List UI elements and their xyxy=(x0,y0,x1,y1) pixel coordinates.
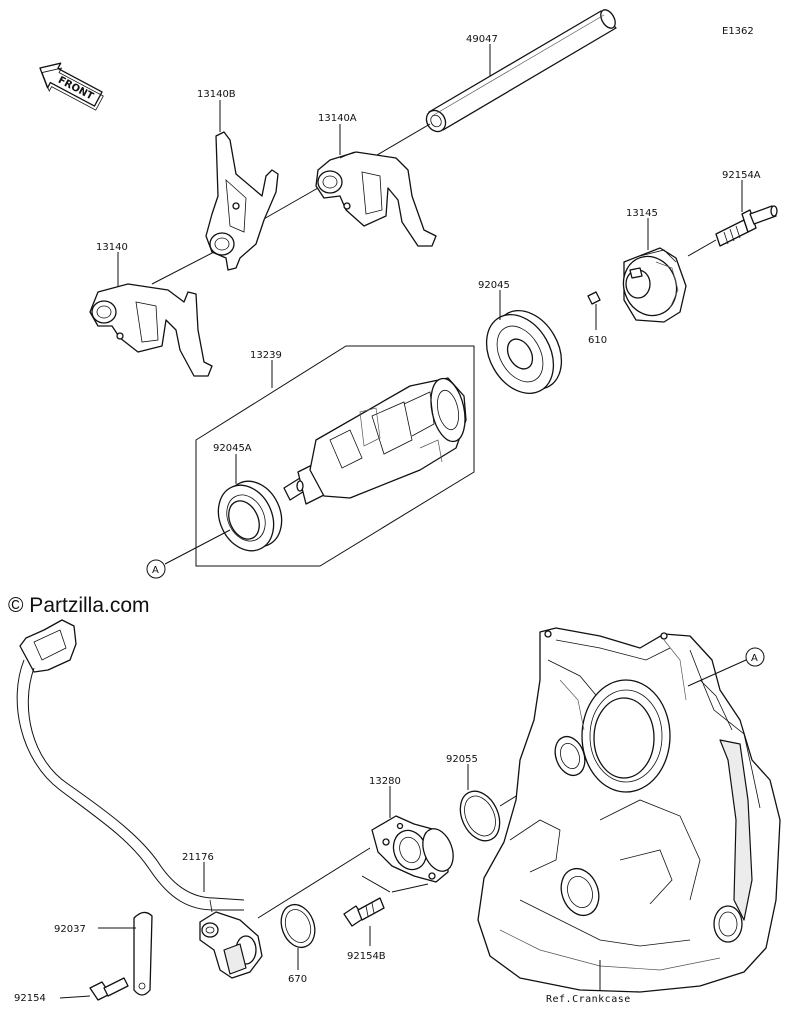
label-13140A: 13140A xyxy=(318,113,357,124)
oil-seal-92045A[interactable] xyxy=(208,472,292,560)
front-arrow-icon: FRONT xyxy=(39,62,104,111)
group-box-13239 xyxy=(195,345,475,567)
label-670: 670 xyxy=(288,974,307,985)
leader-sensor-housing xyxy=(257,847,371,919)
leader-bolt-housing-2 xyxy=(391,883,429,893)
shift-fork-13140B[interactable] xyxy=(205,131,279,271)
leader-callout-a-lower xyxy=(687,659,747,687)
leader-bolt-cam xyxy=(687,239,717,257)
gear-position-sensor-harness-21176[interactable] xyxy=(16,619,245,913)
ball-bearing-92045[interactable] xyxy=(473,299,575,406)
label-13280: 13280 xyxy=(369,776,401,787)
bolt-92154A[interactable] xyxy=(715,205,778,247)
bolt-92154B[interactable] xyxy=(343,897,385,927)
callout-a-upper xyxy=(146,559,166,579)
dowel-pin-610[interactable] xyxy=(587,291,601,305)
callout-a-lower-label: A xyxy=(751,653,758,664)
shift-fork-13140[interactable] xyxy=(89,283,213,377)
callout-a-lower xyxy=(745,647,765,667)
label-610: 610 xyxy=(588,335,607,346)
label-92154: 92154 xyxy=(14,993,46,1004)
label-92154B: 92154B xyxy=(347,951,386,962)
gear-position-sensor[interactable] xyxy=(199,911,263,979)
label-21176: 21176 xyxy=(182,852,214,863)
leader-fork-b-c xyxy=(151,251,215,285)
label-13239: 13239 xyxy=(250,350,282,361)
shift-fork-shaft[interactable] xyxy=(423,7,618,135)
label-92037: 92037 xyxy=(54,924,86,935)
leader-fork-a-b xyxy=(261,187,319,221)
label-92045A: 92045A xyxy=(213,443,252,454)
shift-fork-13140A[interactable] xyxy=(315,151,437,247)
shift-drum-cam-13145[interactable] xyxy=(615,247,687,323)
bolt-92154[interactable] xyxy=(89,977,129,1001)
sensor-housing-13280[interactable] xyxy=(371,815,459,883)
o-ring-92055[interactable] xyxy=(453,785,508,847)
label-13140: 13140 xyxy=(96,242,128,253)
label-92045: 92045 xyxy=(478,280,510,291)
clamp-92037[interactable] xyxy=(133,911,153,996)
shift-drum[interactable] xyxy=(283,375,470,505)
leader-callout-a-upper xyxy=(164,529,231,565)
watermark: © Partzilla.com xyxy=(8,594,150,617)
leader-92154 xyxy=(59,995,91,999)
label-13145: 13145 xyxy=(626,208,658,219)
o-ring-670[interactable] xyxy=(275,900,320,952)
crankcase-reference xyxy=(477,627,781,993)
leader-bolt-housing-1 xyxy=(361,875,391,893)
label-49047: 49047 xyxy=(466,34,498,45)
label-13140B: 13140B xyxy=(197,89,236,100)
label-ref-crankcase: Ref.Crankcase xyxy=(546,994,631,1005)
diagram-id: E1362 xyxy=(722,26,754,37)
label-92055: 92055 xyxy=(446,754,478,765)
callout-a-upper-label: A xyxy=(152,565,159,576)
label-92154A: 92154A xyxy=(722,170,761,181)
